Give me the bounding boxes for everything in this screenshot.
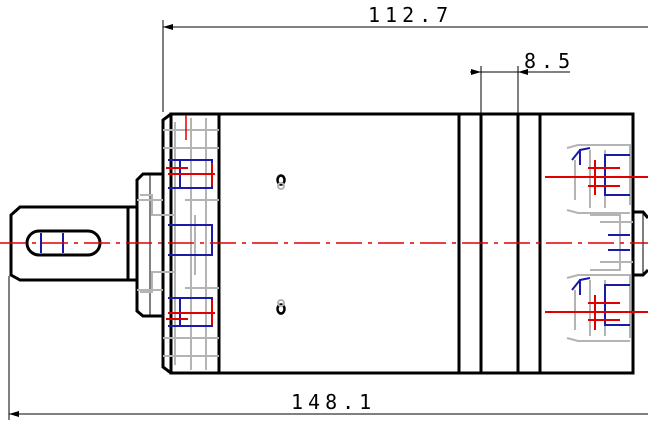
dimension-overall-length: 148.1 bbox=[8, 276, 648, 420]
mounting-hole-top bbox=[276, 174, 286, 186]
front-cap-fasteners bbox=[166, 159, 215, 327]
dimension-body-length: 112.7 bbox=[162, 3, 648, 112]
front-cap-hidden-detail bbox=[140, 118, 219, 370]
pilot-boss bbox=[135, 172, 163, 318]
rear-end-fasteners bbox=[545, 147, 648, 330]
mounting-hole-bottom bbox=[276, 303, 286, 315]
dimension-body-length-label: 112.7 bbox=[368, 3, 453, 27]
dimension-overall-length-label: 148.1 bbox=[291, 390, 376, 414]
dimension-groove-width-label: 8.5 bbox=[524, 49, 575, 73]
dimension-groove-width: 8.5 bbox=[470, 49, 575, 115]
